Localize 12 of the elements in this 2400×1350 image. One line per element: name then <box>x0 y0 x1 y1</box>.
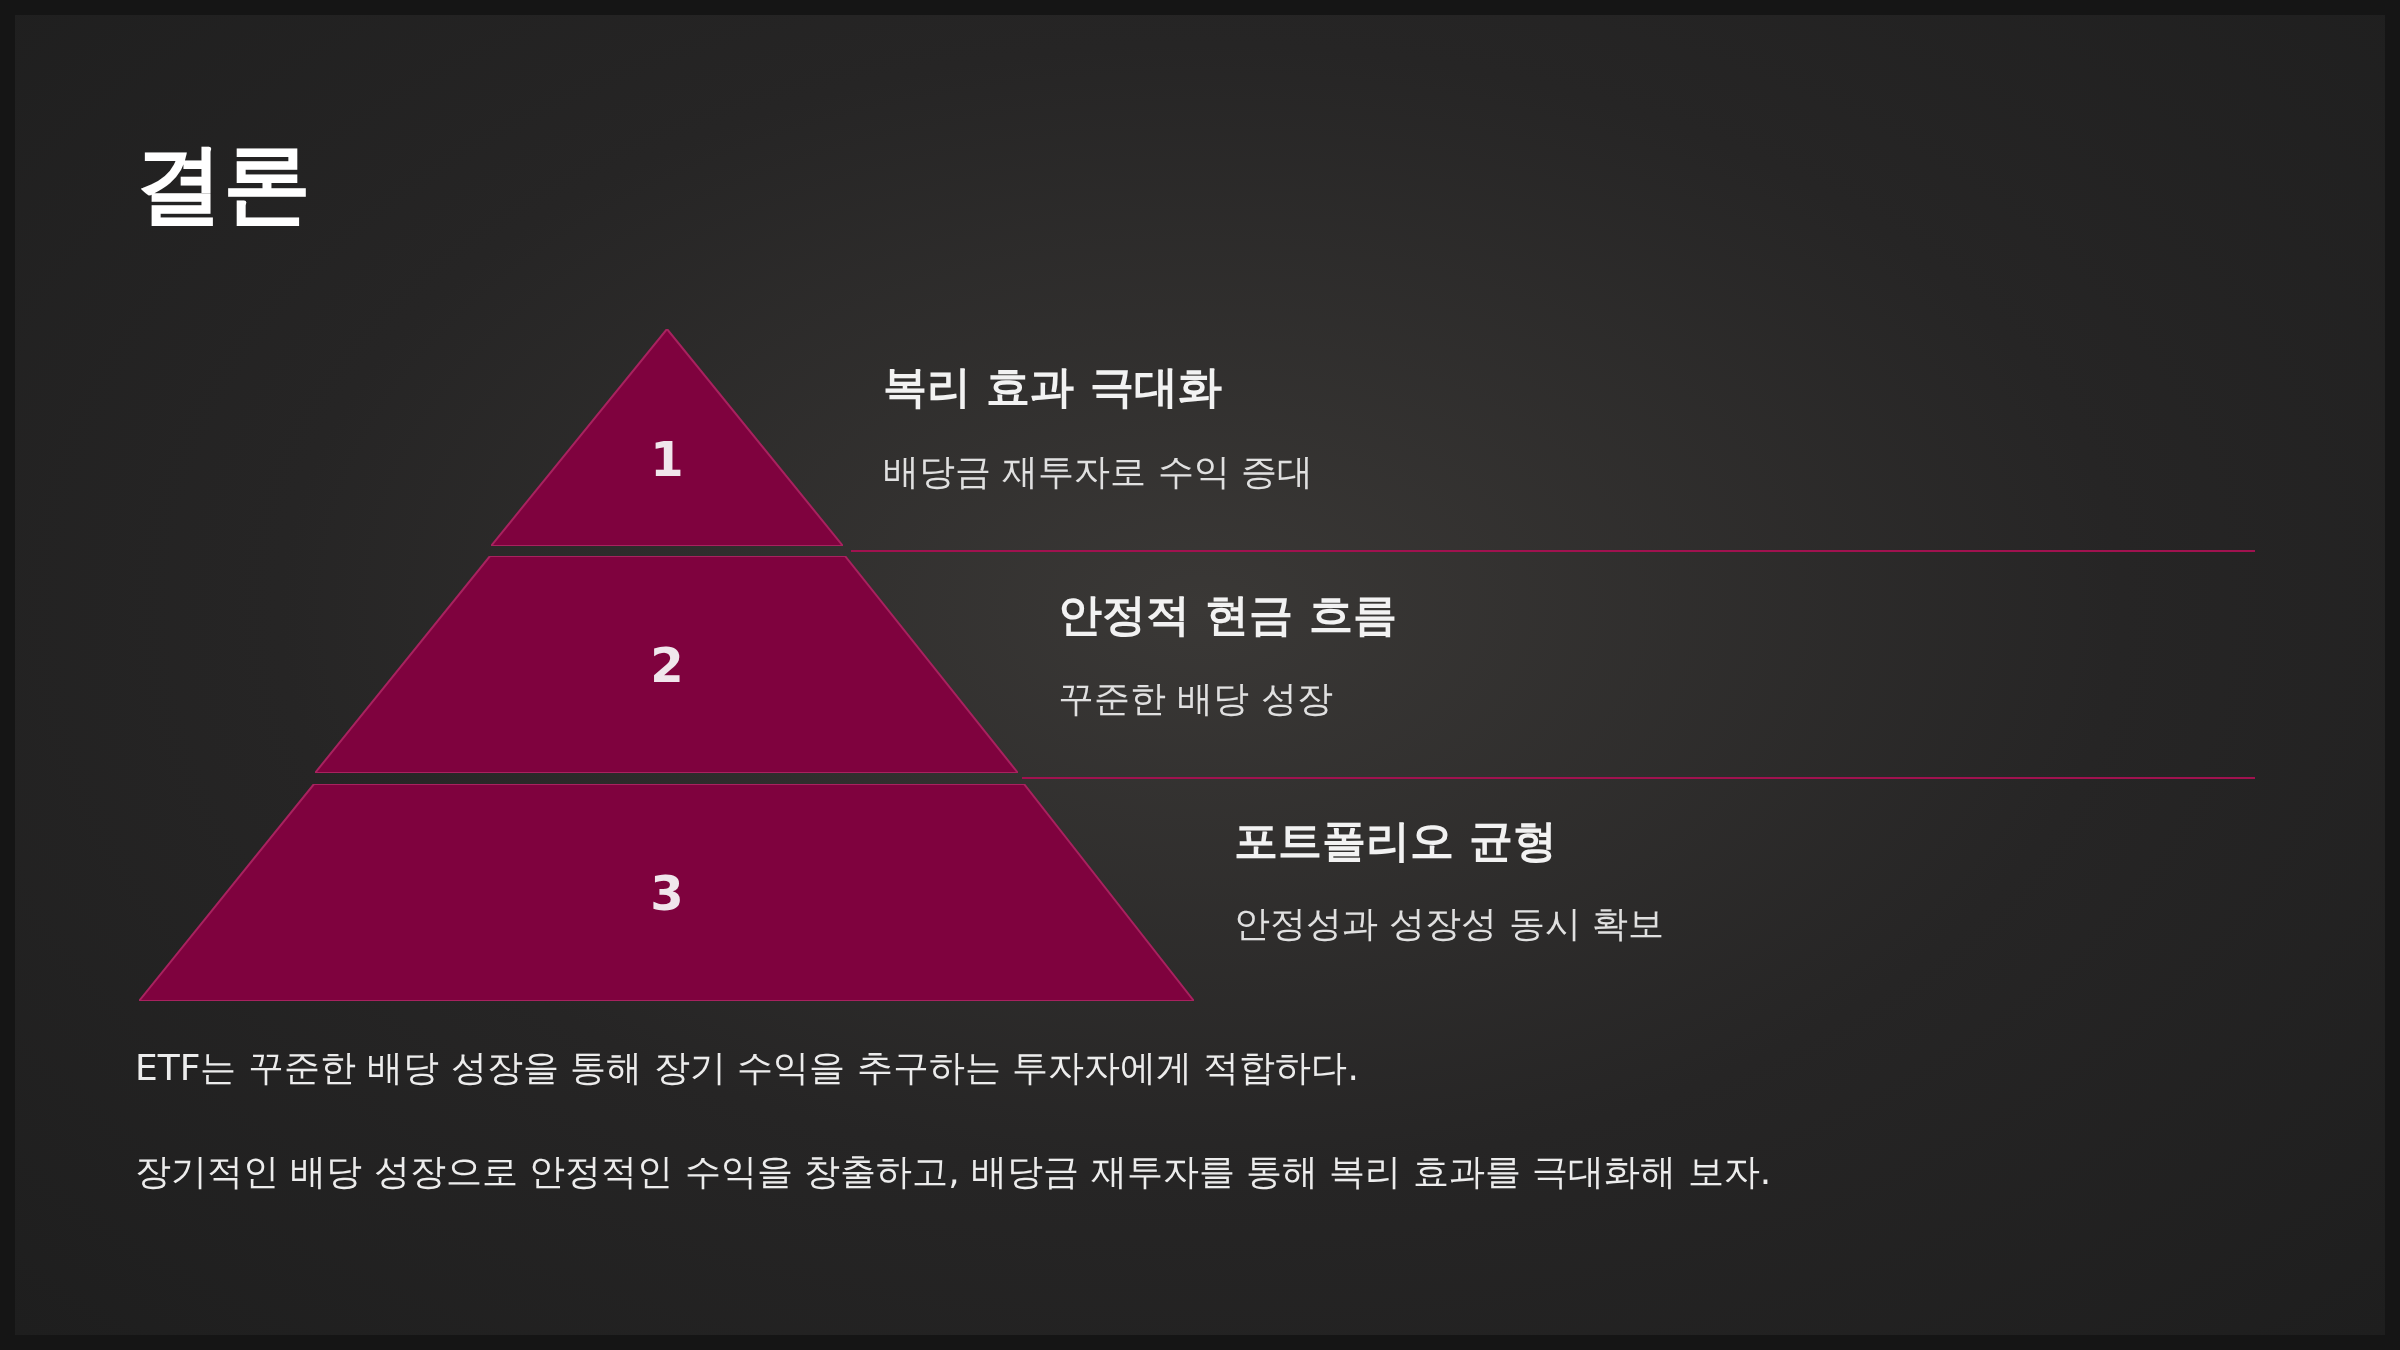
tier-number: 1 <box>650 431 684 488</box>
tier-heading: 포트폴리오 균형 <box>1234 814 1558 868</box>
slide-title: 결론 <box>135 131 311 237</box>
summary-text: ETF는 꾸준한 배당 성장을 통해 장기 수익을 추구하는 투자자에게 적합하다. <box>135 1046 1359 1090</box>
tier-number: 3 <box>650 864 684 921</box>
tier-heading: 안정적 현금 흐름 <box>1058 588 1397 642</box>
summary-text: 장기적인 배당 성장으로 안정적인 수익을 창출하고, 배당금 재투자를 통해 복리 효과를 극대화해 보자. <box>135 1150 1772 1194</box>
tier-number: 2 <box>650 636 684 693</box>
tier-heading: 복리 효과 극대화 <box>883 360 1222 414</box>
tier-description: 배당금 재투자로 수익 증대 <box>883 450 1314 494</box>
tier-description: 안정성과 성장성 동시 확보 <box>1234 902 1665 946</box>
tier-description: 꾸준한 배당 성장 <box>1058 677 1333 721</box>
